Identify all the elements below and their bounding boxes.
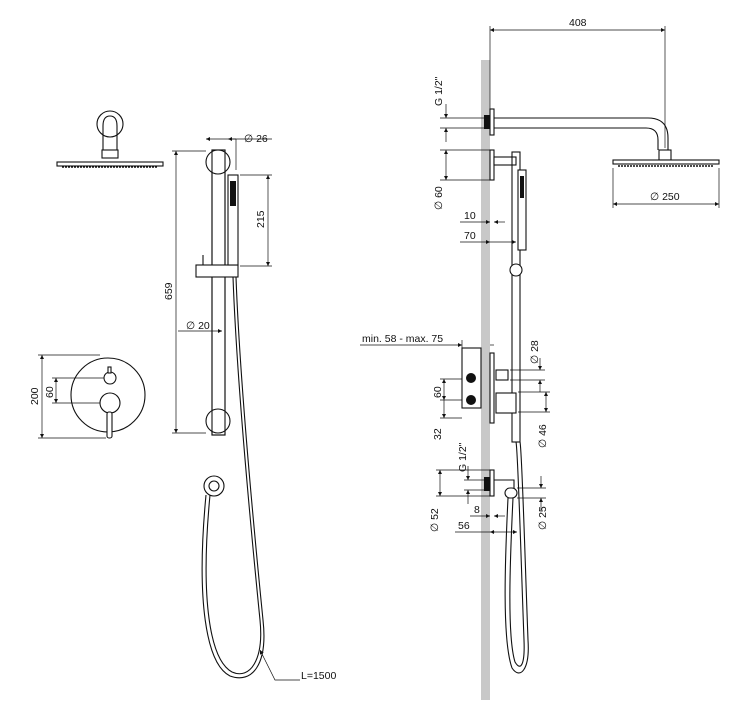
rail-diameter-top-label: ∅ 26 xyxy=(244,133,268,145)
valve-spacing-side-label: 60 xyxy=(432,386,444,398)
outlet-diameter-label: ∅ 25 xyxy=(537,506,549,530)
knob-diameter-label: ∅ 28 xyxy=(529,340,541,364)
outlet-offset-8-label: 8 xyxy=(474,504,480,516)
valve-plate-front-view xyxy=(70,357,146,439)
offset-70-label: 70 xyxy=(464,230,476,242)
outlet-offset-56-label: 56 xyxy=(458,520,470,532)
outlet-flange-label: ∅ 52 xyxy=(429,508,441,532)
slide-rail-view xyxy=(195,149,265,679)
hose-length-label: L=1500 xyxy=(301,670,336,682)
wall-section xyxy=(481,60,490,700)
valve-spacing-label: 60 xyxy=(44,386,56,398)
rain-head-front-view xyxy=(56,110,164,168)
thread-bottom-label: G 1/2" xyxy=(457,442,469,472)
arm-length-label: 408 xyxy=(569,17,587,29)
hand-shower xyxy=(227,174,239,266)
head-diameter-label: ∅ 250 xyxy=(650,191,680,203)
shower-side-view xyxy=(461,108,720,674)
flange-diameter-label: ∅ 60 xyxy=(433,186,445,210)
install-depth-label: min. 58 - max. 75 xyxy=(362,333,443,345)
valve-height-label: 200 xyxy=(29,387,41,405)
rail-length-label: 659 xyxy=(163,282,175,300)
rail-diameter-label: ∅ 20 xyxy=(186,320,210,332)
handshower-length-label: 215 xyxy=(255,210,267,228)
offset-10-label: 10 xyxy=(464,210,476,222)
valve-offset-label: 32 xyxy=(432,428,444,440)
thread-top-label: G 1/2" xyxy=(433,76,445,106)
lever-diameter-label: ∅ 46 xyxy=(537,424,549,448)
